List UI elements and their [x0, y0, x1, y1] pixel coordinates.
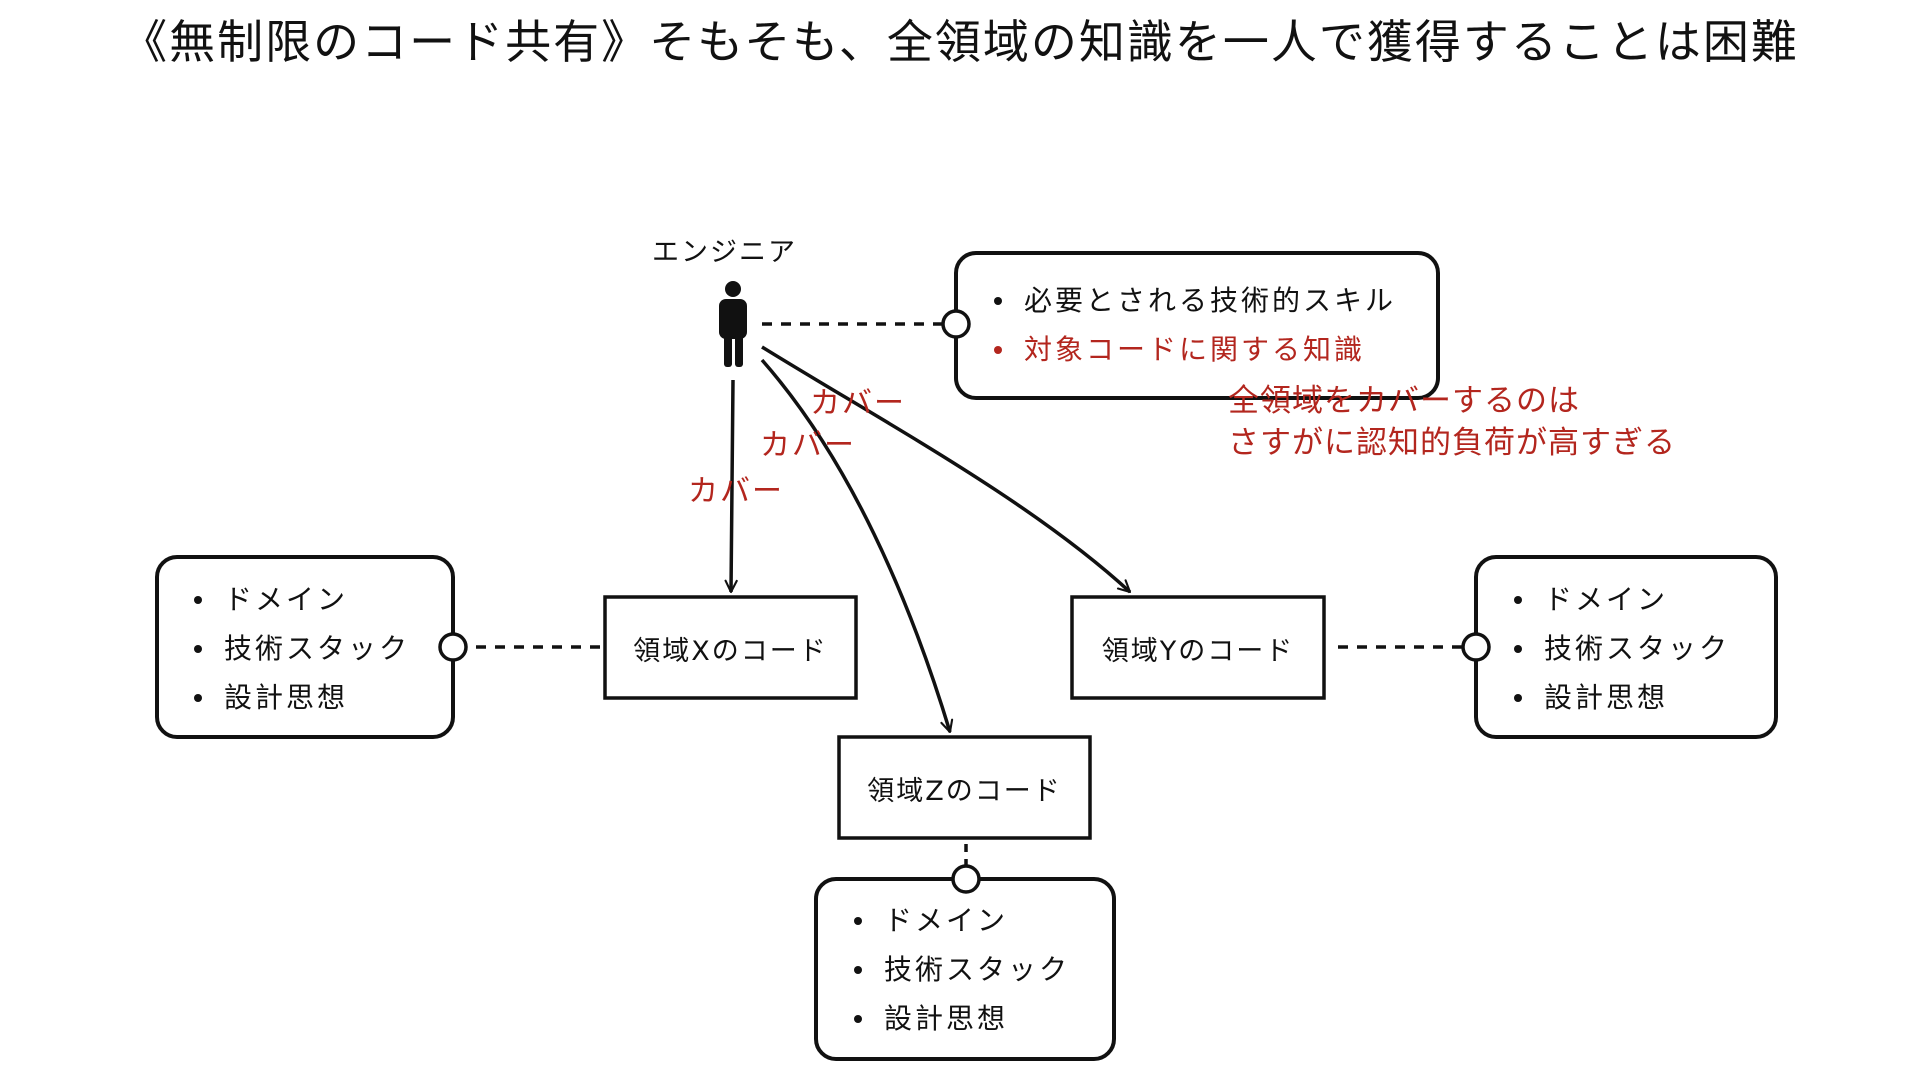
- domain-y-knowledge-list: ドメイン 技術スタック 設計思想: [1510, 575, 1730, 722]
- list-item: 技術スタック: [190, 624, 410, 673]
- engineer-knowledge-list: 必要とされる技術的スキル 対象コードに関する知識: [990, 276, 1396, 374]
- list-item: 設計思想: [190, 673, 410, 722]
- page-title: 《無制限のコード共有》そもそも、全領域の知識を一人で獲得することは困難: [121, 15, 1799, 69]
- list-item: 技術スタック: [850, 945, 1070, 994]
- bullet-icon: [854, 966, 862, 974]
- code-label-x: 領域Xのコード: [633, 636, 828, 667]
- domain-x-knowledge-list: ドメイン 技術スタック 設計思想: [190, 575, 410, 722]
- person-icon: [719, 281, 747, 367]
- bullet-icon: [1514, 694, 1522, 702]
- bullet-icon: [1514, 596, 1522, 604]
- note-line: さすがに認知的負荷が高すぎる: [1228, 425, 1676, 461]
- list-item-text: 技術スタック: [1544, 632, 1731, 665]
- cover-arrow-to-z: [760, 358, 954, 734]
- list-item: ドメイン: [1510, 575, 1730, 624]
- bullet-icon: [1514, 645, 1522, 653]
- list-item-text: 技術スタック: [884, 953, 1071, 986]
- list-item-text: 技術スタック: [224, 632, 411, 665]
- list-item-text: ドメイン: [224, 583, 349, 616]
- list-item-text: 対象コードに関する知識: [1024, 333, 1366, 366]
- bullet-icon: [854, 917, 862, 925]
- lollipop-ring-icon: [1461, 632, 1491, 662]
- list-item: 設計思想: [850, 994, 1070, 1043]
- bullet-icon: [854, 1015, 862, 1023]
- list-item: ドメイン: [190, 575, 410, 624]
- code-box-x: [603, 595, 858, 700]
- lollipop-ring-icon: [941, 309, 971, 339]
- note-line: 全領域をカバーするのは: [1228, 383, 1580, 419]
- list-item: ドメイン: [850, 896, 1070, 945]
- cover-arrow-to-y: [761, 345, 1132, 594]
- list-item-text: 設計思想: [884, 1002, 1009, 1035]
- bullet-icon: [194, 596, 202, 604]
- cover-label-x: カバー: [688, 474, 784, 509]
- code-label-z: 領域Zのコード: [867, 776, 1062, 807]
- lollipop-ring-icon: [951, 864, 981, 894]
- cover-arrow-to-x: [724, 379, 738, 594]
- bullet-icon: [194, 694, 202, 702]
- list-item-text: 必要とされる技術的スキル: [1024, 284, 1397, 317]
- list-item: 技術スタック: [1510, 624, 1730, 673]
- bullet-icon: [994, 297, 1002, 305]
- domain-z-knowledge-list: ドメイン 技術スタック 設計思想: [850, 896, 1070, 1043]
- cover-label-y: カバー: [810, 386, 906, 421]
- list-item-text: ドメイン: [1544, 583, 1669, 616]
- list-item: 設計思想: [1510, 673, 1730, 722]
- cover-label-z: カバー: [760, 428, 856, 463]
- code-box-y: [1070, 595, 1326, 700]
- code-box-z: [837, 735, 1092, 840]
- bullet-icon: [194, 645, 202, 653]
- cognitive-load-note: 全領域をカバーするのは さすがに認知的負荷が高すぎる: [1228, 380, 1676, 464]
- list-item: 必要とされる技術的スキル: [990, 276, 1396, 325]
- bullet-icon: [994, 346, 1002, 354]
- lollipop-ring-icon: [438, 632, 468, 662]
- list-item: 対象コードに関する知識: [990, 325, 1396, 374]
- code-label-y: 領域Yのコード: [1101, 636, 1295, 667]
- engineer-label: エンジニア: [652, 237, 797, 268]
- list-item-text: 設計思想: [1544, 681, 1669, 714]
- list-item-text: ドメイン: [884, 904, 1009, 937]
- list-item-text: 設計思想: [224, 681, 349, 714]
